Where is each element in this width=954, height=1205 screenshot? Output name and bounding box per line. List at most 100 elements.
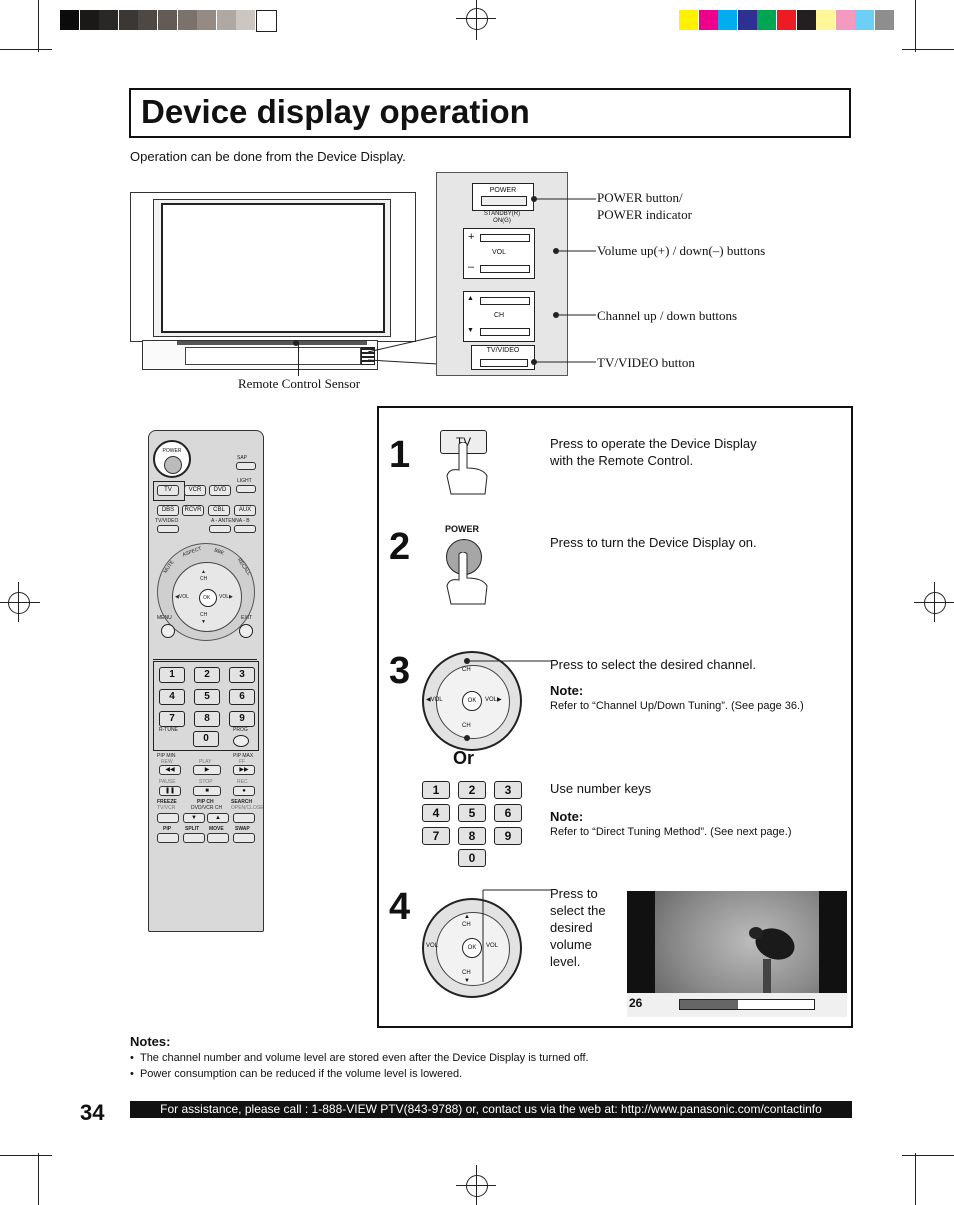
step-key-3[interactable]: 3 (494, 781, 522, 799)
color-swatch (718, 10, 738, 30)
steps-box: 1 TV Press to operate the Device Display… (377, 406, 853, 1028)
remote-sensor (293, 340, 299, 346)
color-swatch (698, 10, 718, 30)
color-swatch (99, 10, 119, 30)
color-swatch (875, 10, 894, 30)
color-swatch (679, 10, 698, 30)
step-key-0[interactable]: 0 (458, 849, 486, 867)
step-key-2[interactable]: 2 (458, 781, 486, 799)
step-key-8[interactable]: 8 (458, 827, 486, 845)
volume-screen: 26 (627, 891, 847, 1017)
footer-bar: For assistance, please call : 1-888-VIEW… (130, 1101, 852, 1118)
remote-vcr-button[interactable]: VCR (184, 485, 206, 496)
remote-power-button[interactable]: POWER (153, 440, 191, 478)
remote-tv-button[interactable]: TV (157, 485, 179, 496)
step-3-note: Refer to “Channel Up/Down Tuning”. (See … (550, 700, 804, 712)
step-4-number: 4 (389, 886, 411, 928)
step-key-9[interactable]: 9 (494, 827, 522, 845)
remote-dvd-button[interactable]: DVD (209, 485, 231, 496)
note-item: • The channel number and volume level ar… (130, 1052, 589, 1064)
color-swatch (138, 10, 158, 30)
color-swatch (855, 10, 875, 30)
step-3-number: 3 (389, 650, 411, 692)
step-3b-text: Use number keys (550, 781, 652, 796)
color-swatch (256, 10, 277, 32)
remote-key-6[interactable]: 6 (229, 689, 255, 705)
volume-callout: Volume up(+) / down(–) buttons (597, 243, 766, 258)
remote-navigation-ring[interactable]: MUTE ASPECT BBE RECALL ▲ CH ◀VOL VOL▶ OK… (157, 543, 255, 641)
remote-key-4[interactable]: 4 (159, 689, 185, 705)
volume-bar (679, 999, 815, 1010)
tv-illustration (130, 192, 416, 342)
remote-keypad-highlight (153, 661, 259, 751)
page-title: Device display operation (141, 93, 530, 130)
color-swatch (796, 10, 816, 30)
remote-cbl-button[interactable]: CBL (208, 505, 230, 516)
remote-control: POWER SAP LIGHT TV VCR DVD DBS RCVR CBL … (148, 430, 264, 932)
zoom-lines (367, 335, 439, 365)
power-callout: POWER button/POWER indicator (597, 190, 692, 222)
color-swatch (60, 10, 79, 30)
color-swatch (737, 10, 757, 30)
remote-key-8[interactable]: 8 (194, 711, 220, 727)
step-3b-note-title: Note: (550, 809, 584, 824)
remote-key-9[interactable]: 9 (229, 711, 255, 727)
volume-buttons[interactable]: + – VOL (463, 228, 535, 279)
step-key-5[interactable]: 5 (458, 804, 486, 822)
color-swatch (835, 10, 855, 30)
note-item: • Power consumption can be reduced if th… (130, 1068, 463, 1080)
page-number: 34 (80, 1100, 105, 1125)
color-swatch (158, 10, 177, 30)
step-3-note-title: Note: (550, 683, 584, 698)
step-key-1[interactable]: 1 (422, 781, 450, 799)
hand-icon (446, 552, 488, 605)
channel-callout: Channel up / down buttons (597, 308, 738, 323)
device-panel: POWER STANDBY(R) ON(G) + – VOL ▲ ▼ CH TV… (436, 172, 568, 376)
sensor-callout: Remote Control Sensor (238, 376, 361, 391)
step-3b-note: Refer to “Direct Tuning Method”. (See ne… (550, 826, 792, 838)
remote-key-3[interactable]: 3 (229, 667, 255, 683)
step-4-nav-dial[interactable]: ▲ CH VOL VOL CH ▼ OK (422, 898, 522, 998)
remote-aux-button[interactable]: AUX (234, 505, 256, 516)
volume-bar-fill (680, 1000, 738, 1009)
step-2-text: Press to turn the Device Display on. (550, 535, 757, 550)
remote-key-1[interactable]: 1 (159, 667, 185, 683)
color-swatch (177, 10, 197, 30)
volume-value: 26 (629, 996, 643, 1010)
power-unit: POWER (472, 183, 534, 211)
step-3-nav-dial[interactable]: CH ◀VOL VOL▶ CH OK (422, 651, 522, 751)
remote-key-5[interactable]: 5 (194, 689, 220, 705)
sensor-leader (298, 342, 299, 376)
step-key-4[interactable]: 4 (422, 804, 450, 822)
color-swatch (216, 10, 236, 30)
notes-list: • The channel number and volume level ar… (130, 1050, 589, 1082)
remote-rcvr-button[interactable]: RCVR (182, 505, 204, 516)
color-swatch (197, 10, 217, 30)
remote-key-7[interactable]: 7 (159, 711, 185, 727)
remote-key-2[interactable]: 2 (194, 667, 220, 683)
remote-key-0[interactable]: 0 (193, 731, 219, 747)
channel-buttons[interactable]: ▲ ▼ CH (463, 291, 535, 342)
power-button[interactable] (481, 196, 527, 206)
step-1-number: 1 (389, 434, 411, 476)
color-swatch (79, 10, 99, 30)
tvvideo-button[interactable]: TV/VIDEO (471, 345, 535, 370)
step-4-leader (482, 889, 551, 982)
step-key-7[interactable]: 7 (422, 827, 450, 845)
callout-leaders (531, 196, 596, 365)
color-swatch (757, 10, 777, 30)
color-swatch (777, 10, 796, 30)
color-swatch (236, 10, 256, 30)
step-3-leader (464, 658, 551, 741)
remote-dbs-button[interactable]: DBS (157, 505, 179, 516)
step-2-power-label: POWER (445, 524, 480, 534)
tv-screen (161, 203, 385, 333)
step-key-6[interactable]: 6 (494, 804, 522, 822)
color-swatch (118, 10, 138, 30)
or-label: Or (453, 748, 475, 768)
step-2-number: 2 (389, 526, 411, 568)
hand-icon (446, 442, 488, 495)
tvvideo-callout: TV/VIDEO button (597, 355, 695, 370)
